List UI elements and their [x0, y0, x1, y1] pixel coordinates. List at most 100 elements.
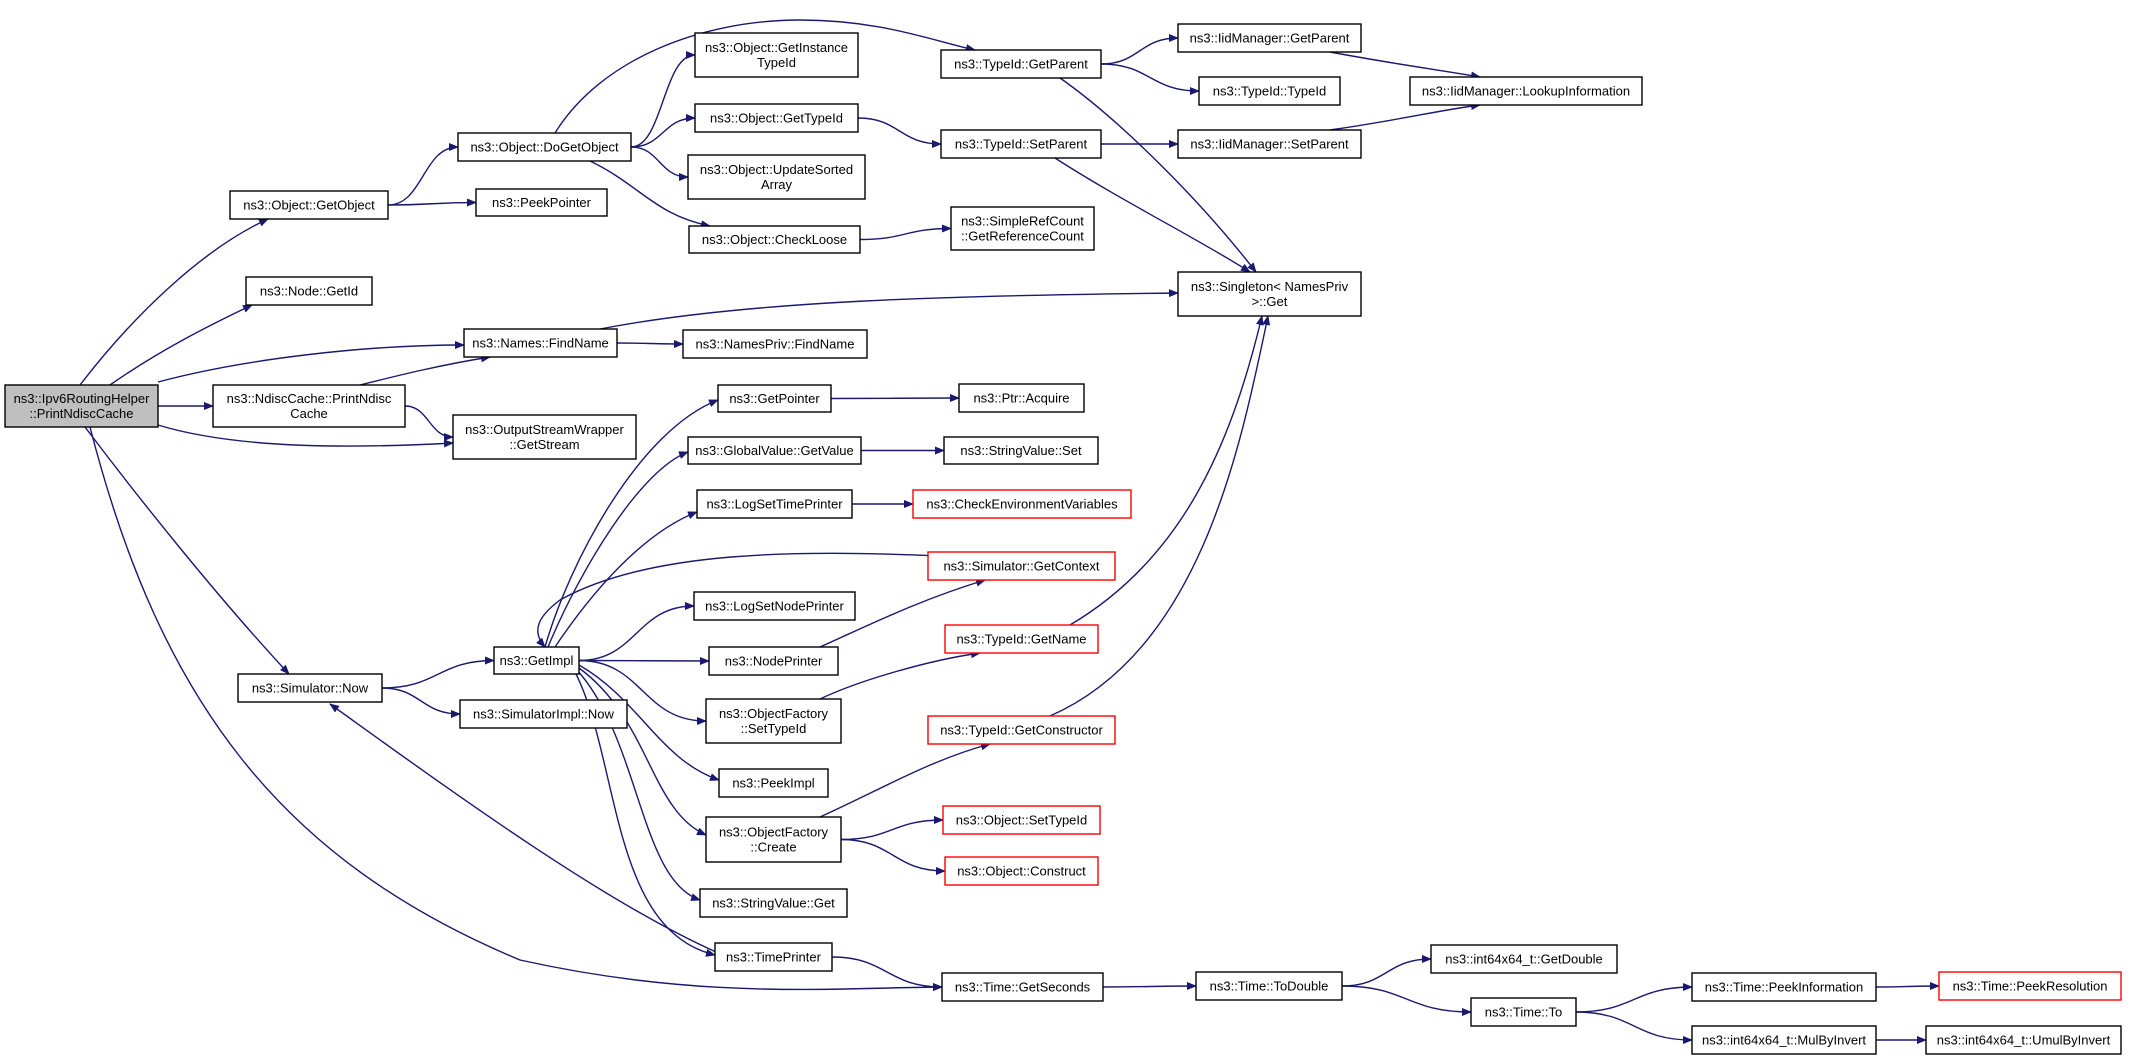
node-obj-set-type-id[interactable]: ns3::Object::SetTypeId [942, 805, 1101, 835]
node-do-get-object[interactable]: ns3::Object::DoGetObject [457, 132, 632, 162]
node-of-set-type-id[interactable]: ns3::ObjectFactory::SetTypeId [705, 698, 842, 744]
node-check-env[interactable]: ns3::CheckEnvironmentVariables [912, 489, 1132, 519]
node-box [245, 276, 373, 306]
node-box [696, 489, 853, 519]
node-label: ns3::Names::FindName [472, 336, 609, 351]
node-label: ns3::Object::GetInstance [705, 40, 848, 55]
node-label: ns3::SimulatorImpl::Now [473, 707, 614, 722]
edge-root-to-names-find-name [157, 341, 465, 383]
edge-time-get-seconds-to-time-to-double [1102, 982, 1197, 991]
node-box [1691, 1025, 1877, 1055]
node-peek-impl[interactable]: ns3::PeekImpl [718, 768, 829, 798]
node-tid-set-parent[interactable]: ns3::TypeId::SetParent [940, 129, 1102, 159]
node-time-peek-res[interactable]: ns3::Time::PeekResolution [1938, 971, 2122, 1001]
edge-tid-get-parent-to-singleton-get [1059, 77, 1257, 273]
node-iid-lookup[interactable]: ns3::IidManager::LookupInformation [1409, 76, 1643, 106]
node-obj-construct[interactable]: ns3::Object::Construct [944, 856, 1099, 886]
node-of-create[interactable]: ns3::ObjectFactory::Create [705, 816, 842, 863]
node-log-set-time[interactable]: ns3::LogSetTimePrinter [696, 489, 853, 519]
node-ptr-acquire[interactable]: ns3::Ptr::Acquire [958, 383, 1085, 413]
node-box [1177, 129, 1362, 159]
edge-do-get-object-to-obj-get-type-id [630, 114, 696, 148]
node-label: ns3::Ptr::Acquire [973, 391, 1069, 406]
edge-get-impl-to-node-printer [578, 656, 710, 665]
edge-layer [79, 19, 1940, 1044]
node-obj-get-type-id[interactable]: ns3::Object::GetTypeId [694, 103, 859, 133]
node-box [493, 646, 580, 675]
node-node-printer[interactable]: ns3::NodePrinter [708, 646, 839, 676]
node-label: ns3::Simulator::Now [252, 681, 369, 696]
node-i64-get-double[interactable]: ns3::int64x64_t::GetDouble [1430, 944, 1618, 974]
node-box [1430, 944, 1618, 974]
edge-do-get-object-to-tid-get-parent [554, 19, 976, 134]
node-box [705, 816, 842, 863]
node-box [927, 551, 1116, 581]
node-root[interactable]: ns3::Ipv6RoutingHelper::PrintNdiscCache [4, 384, 159, 428]
edge-iid-set-parent-to-iid-lookup [1329, 102, 1481, 131]
node-tid-get-name[interactable]: ns3::TypeId::GetName [944, 624, 1099, 654]
node-box [1409, 76, 1643, 106]
edge-tid-set-parent-to-singleton-get [1054, 157, 1251, 273]
node-label: ::PrintNdiscCache [29, 406, 133, 421]
node-ndisc-print[interactable]: ns3::NdiscCache::PrintNdiscCache [212, 384, 406, 428]
node-i64-umul-by-invert[interactable]: ns3::int64x64_t::UmulByInvert [1925, 1025, 2122, 1055]
node-label: ns3::Object::GetObject [243, 198, 375, 213]
node-label: ns3::Time::To [1485, 1005, 1563, 1020]
node-log-set-node[interactable]: ns3::LogSetNodePrinter [693, 591, 856, 621]
node-peek-pointer[interactable]: ns3::PeekPointer [475, 188, 608, 217]
node-tid-get-ctor[interactable]: ns3::TypeId::GetConstructor [927, 715, 1116, 745]
node-label: ns3::LogSetTimePrinter [706, 497, 843, 512]
edge-time-printer-to-sim-now [329, 703, 717, 953]
node-get-impl[interactable]: ns3::GetImpl [493, 646, 580, 675]
node-sim-impl-now[interactable]: ns3::SimulatorImpl::Now [459, 699, 628, 729]
node-iid-get-parent[interactable]: ns3::IidManager::GetParent [1177, 23, 1362, 53]
edge-names-find-name-to-names-priv-find-name [616, 339, 684, 348]
node-i64-mul-by-invert[interactable]: ns3::int64x64_t::MulByInvert [1691, 1025, 1877, 1055]
node-time-to[interactable]: ns3::Time::To [1470, 997, 1577, 1027]
node-label: ns3::Singleton< NamesPriv [1191, 279, 1349, 294]
node-box [457, 132, 632, 162]
node-time-printer[interactable]: ns3::TimePrinter [714, 942, 833, 972]
node-sv-set[interactable]: ns3::StringValue::Set [943, 436, 1099, 465]
edge-time-printer-to-time-get-seconds [831, 956, 943, 991]
node-box [927, 715, 1116, 745]
node-time-peek-info[interactable]: ns3::Time::PeekInformation [1691, 972, 1877, 1002]
node-out-get-stream[interactable]: ns3::OutputStreamWrapper::GetStream [452, 414, 637, 460]
edge-tid-get-ctor-to-singleton-get [1049, 315, 1271, 717]
edge-get-impl-to-of-create [578, 667, 707, 836]
edge-get-impl-to-of-set-type-id [578, 659, 707, 725]
node-tid-type-id[interactable]: ns3::TypeId::TypeId [1198, 76, 1341, 106]
node-names-priv-find-name[interactable]: ns3::NamesPriv::FindName [682, 329, 868, 359]
node-label: ns3::ObjectFactory [719, 706, 829, 721]
node-names-find-name[interactable]: ns3::Names::FindName [463, 328, 618, 358]
node-get-pointer[interactable]: ns3::GetPointer [717, 384, 832, 413]
node-node-get-id[interactable]: ns3::Node::GetId [245, 276, 373, 306]
node-gv-get-value[interactable]: ns3::GlobalValue::GetValue [687, 436, 862, 465]
node-iid-set-parent[interactable]: ns3::IidManager::SetParent [1177, 129, 1362, 159]
node-get-object[interactable]: ns3::Object::GetObject [229, 190, 389, 220]
node-sim-get-context[interactable]: ns3::Simulator::GetContext [927, 551, 1116, 581]
node-label: ::Create [750, 840, 796, 855]
node-check-loose[interactable]: ns3::Object::CheckLoose [688, 225, 861, 254]
node-label: ns3::CheckEnvironmentVariables [926, 497, 1118, 512]
node-sv-get[interactable]: ns3::StringValue::Get [699, 888, 848, 918]
node-label: ns3::ObjectFactory [719, 825, 829, 840]
edge-iid-get-parent-to-iid-lookup [1329, 51, 1481, 80]
node-time-to-double[interactable]: ns3::Time::ToDouble [1195, 971, 1343, 1001]
edge-names-find-name-to-singleton-get [599, 289, 1179, 330]
node-label: ns3::int64x64_t::GetDouble [1445, 952, 1603, 967]
node-get-ref-count[interactable]: ns3::SimpleRefCount::GetReferenceCount [950, 206, 1095, 251]
node-label: ns3::IidManager::LookupInformation [1422, 84, 1630, 99]
node-box [688, 225, 861, 254]
node-tid-get-parent[interactable]: ns3::TypeId::GetParent [940, 49, 1102, 79]
edge-root-to-out-get-stream [157, 424, 454, 448]
node-label: Array [761, 177, 793, 192]
node-sim-now[interactable]: ns3::Simulator::Now [237, 673, 383, 703]
node-label: ns3::GetPointer [729, 391, 820, 406]
edge-get-impl-to-peek-impl [578, 664, 720, 781]
node-label: ns3::Time::PeekResolution [1953, 979, 2108, 994]
node-singleton-get[interactable]: ns3::Singleton< NamesPriv >::Get [1177, 271, 1362, 317]
node-time-get-seconds[interactable]: ns3::Time::GetSeconds [941, 972, 1104, 1002]
